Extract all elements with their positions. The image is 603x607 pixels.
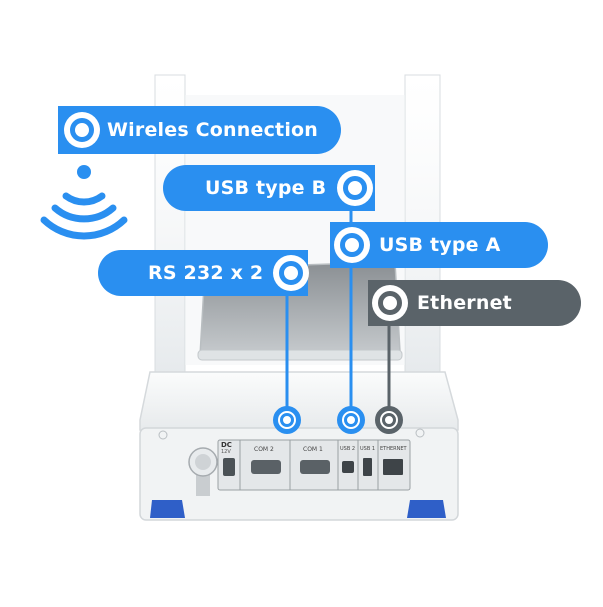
wireless-callout-label: Wireles Connection <box>107 119 319 141</box>
dc-sub-label: 12V <box>221 449 231 455</box>
ethernet-callout: Ethernet <box>368 280 581 326</box>
screw-right <box>415 428 425 438</box>
rs232-callout: RS 232 x 2 <box>98 250 310 296</box>
usb-a-callout: USB type A <box>330 222 548 268</box>
usb-a-port <box>363 458 372 476</box>
com2-label: COM 2 <box>254 446 274 453</box>
dc-port <box>223 458 235 476</box>
foot-left <box>150 500 185 518</box>
foot-right <box>407 500 446 518</box>
com1-label: COM 1 <box>303 446 323 453</box>
wifi-icon <box>40 165 128 240</box>
usb-b-target-icon <box>337 170 374 206</box>
dc-label: DC <box>221 441 232 449</box>
screw-left <box>158 430 168 440</box>
ethernet-callout-label: Ethernet <box>417 292 512 314</box>
ethernet-port <box>383 459 403 475</box>
com2-port <box>251 460 281 474</box>
wireless-target-icon <box>64 112 100 148</box>
usb-b-port <box>342 461 354 473</box>
ethernet-port-target-inner <box>382 413 396 427</box>
com1-port <box>300 460 330 474</box>
usb-a-target-icon <box>334 227 370 263</box>
ethernet-panel-label: ETHERNET <box>380 446 407 452</box>
usb1-label: USB 1 <box>360 446 376 452</box>
usb-port-target-inner <box>344 413 358 427</box>
ethernet-target-icon <box>372 285 408 321</box>
rs232-port-target-icon <box>273 406 301 434</box>
usb-b-callout-label: USB type B <box>205 177 327 199</box>
leveling-knob-cap <box>195 454 211 470</box>
rs232-callout-label: RS 232 x 2 <box>148 262 264 284</box>
wireless-callout: Wireles Connection <box>58 106 341 154</box>
usb2-label: USB 2 <box>340 446 356 452</box>
rs232-port-target-inner <box>280 413 294 427</box>
weighing-pan-rim <box>197 349 403 361</box>
usb-a-callout-label: USB type A <box>379 234 501 256</box>
rs232-target-icon <box>273 255 310 291</box>
usb-b-callout: USB type B <box>163 165 375 211</box>
